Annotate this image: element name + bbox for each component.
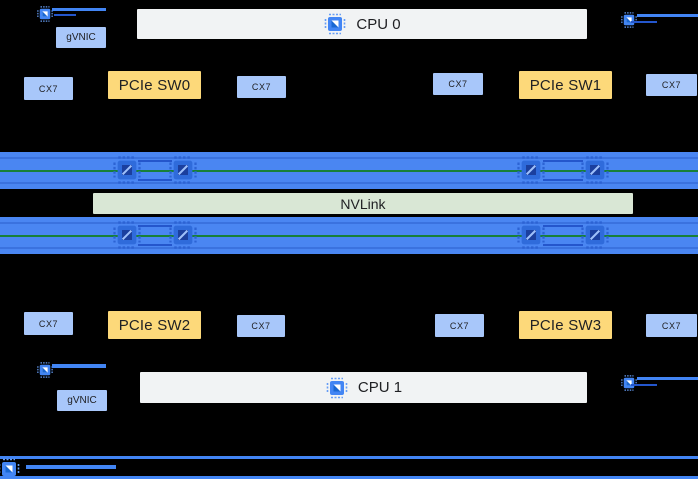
- pcie-sw3-node: PCIe SW3: [519, 311, 612, 339]
- pcie-sw0-label: PCIe SW0: [118, 76, 191, 94]
- network-line: [0, 476, 698, 479]
- gpu-chip-icon: [112, 155, 142, 185]
- cx7-label: CX7: [661, 320, 682, 331]
- gpu-link-line: [543, 225, 583, 227]
- pcie-sw2-label: PCIe SW2: [118, 316, 191, 334]
- gpu-chip-icon: [580, 155, 610, 185]
- cx7-node: CX7: [237, 315, 285, 337]
- nvlink-network-line: [0, 235, 698, 237]
- network-line: [0, 456, 698, 459]
- interconnect-line: [0, 222, 698, 224]
- gvnic-label: gVNIC: [66, 32, 96, 43]
- gpu-link-line: [138, 179, 172, 181]
- cx7-label: CX7: [449, 320, 470, 331]
- pcie-sw1-node: PCIe SW1: [519, 71, 612, 99]
- gpu-chip-icon: [516, 220, 546, 250]
- gpu-band-bottom: [0, 217, 698, 254]
- uplink-line: [637, 14, 698, 17]
- cx7-label: CX7: [38, 318, 59, 329]
- cx7-label: CX7: [448, 79, 468, 89]
- gpu-chip-icon: [168, 155, 198, 185]
- cx7-node: CX7: [433, 73, 483, 95]
- gpu-chip-icon: [168, 220, 198, 250]
- uplink-line: [637, 377, 698, 380]
- gpu-link-line: [543, 179, 583, 181]
- cpu0-node: CPU 0: [137, 9, 587, 39]
- cx7-label: CX7: [38, 83, 59, 94]
- cx7-node: CX7: [237, 76, 286, 98]
- gvnic-node-bottom: gVNIC: [57, 390, 107, 411]
- pcie-sw3-label: PCIe SW3: [529, 316, 602, 334]
- cpu1-label: CPU 1: [357, 379, 403, 396]
- uplink-line: [52, 8, 106, 11]
- uplink-line: [54, 14, 76, 16]
- gpu-chip-icon: [112, 220, 142, 250]
- nic-chip-icon: [620, 374, 638, 392]
- network-stub-line: [26, 465, 116, 469]
- gpu-link-line: [138, 160, 172, 162]
- cx7-node: CX7: [646, 314, 697, 337]
- nic-chip-icon: [620, 11, 638, 29]
- uplink-line: [631, 384, 657, 386]
- cpu1-node: CPU 1: [140, 372, 587, 403]
- cx7-node: CX7: [646, 74, 697, 96]
- uplink-line: [52, 364, 106, 368]
- pcie-sw0-node: PCIe SW0: [108, 71, 201, 99]
- gvnic-label: gVNIC: [67, 395, 97, 406]
- cx7-node: CX7: [24, 77, 73, 100]
- cx7-label: CX7: [661, 80, 682, 90]
- nvlink-label: NVLink: [340, 195, 386, 212]
- gpu-link-line: [543, 160, 583, 162]
- gpu-chip-icon: [516, 155, 546, 185]
- gpu-link-line: [138, 244, 172, 246]
- gpu-link-line: [138, 225, 172, 227]
- pcie-sw1-label: PCIe SW1: [529, 76, 602, 94]
- nvlink-bar: NVLink: [93, 193, 633, 214]
- interconnect-line: [0, 182, 698, 184]
- cpu0-label: CPU 0: [356, 15, 401, 33]
- gpu-link-line: [543, 244, 583, 246]
- pcie-sw2-node: PCIe SW2: [108, 311, 201, 339]
- nvlink-network-line: [0, 170, 698, 172]
- gpu-band-top: [0, 152, 698, 189]
- gpu-chip-icon: [580, 220, 610, 250]
- cpu-chip-icon: [323, 12, 347, 36]
- cx7-label: CX7: [251, 82, 272, 92]
- uplink-line: [631, 21, 657, 23]
- gvnic-node-top: gVNIC: [56, 27, 106, 48]
- cx7-node: CX7: [435, 314, 484, 337]
- cx7-node: CX7: [24, 312, 73, 335]
- interconnect-line: [0, 157, 698, 159]
- cpu-chip-icon: [325, 376, 349, 400]
- cx7-label: CX7: [251, 321, 271, 331]
- interconnect-line: [0, 247, 698, 249]
